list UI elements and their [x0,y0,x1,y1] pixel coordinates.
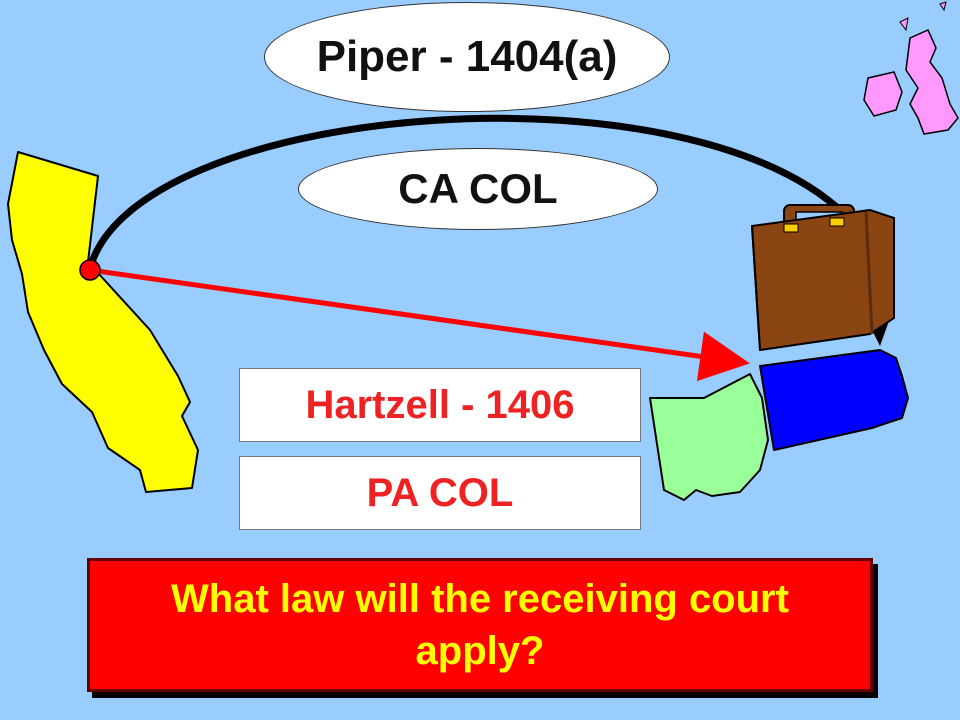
pa-col-label: PA COL [239,456,641,530]
uk-map-icon [863,1,959,135]
briefcase-icon [750,204,895,352]
ca-col-label: CA COL [298,148,658,230]
hartzell-label: Hartzell - 1406 [239,368,641,442]
question-box: What law will the receiving court apply? [87,558,873,692]
transfer-arc-black [88,114,853,264]
ohio-map [649,373,769,501]
transfer-arrow-red [89,267,750,382]
piper-label: Piper - 1404(a) [264,2,670,112]
origin-dot [79,259,101,281]
pennsylvania-map [759,349,909,451]
california-map [7,151,199,493]
